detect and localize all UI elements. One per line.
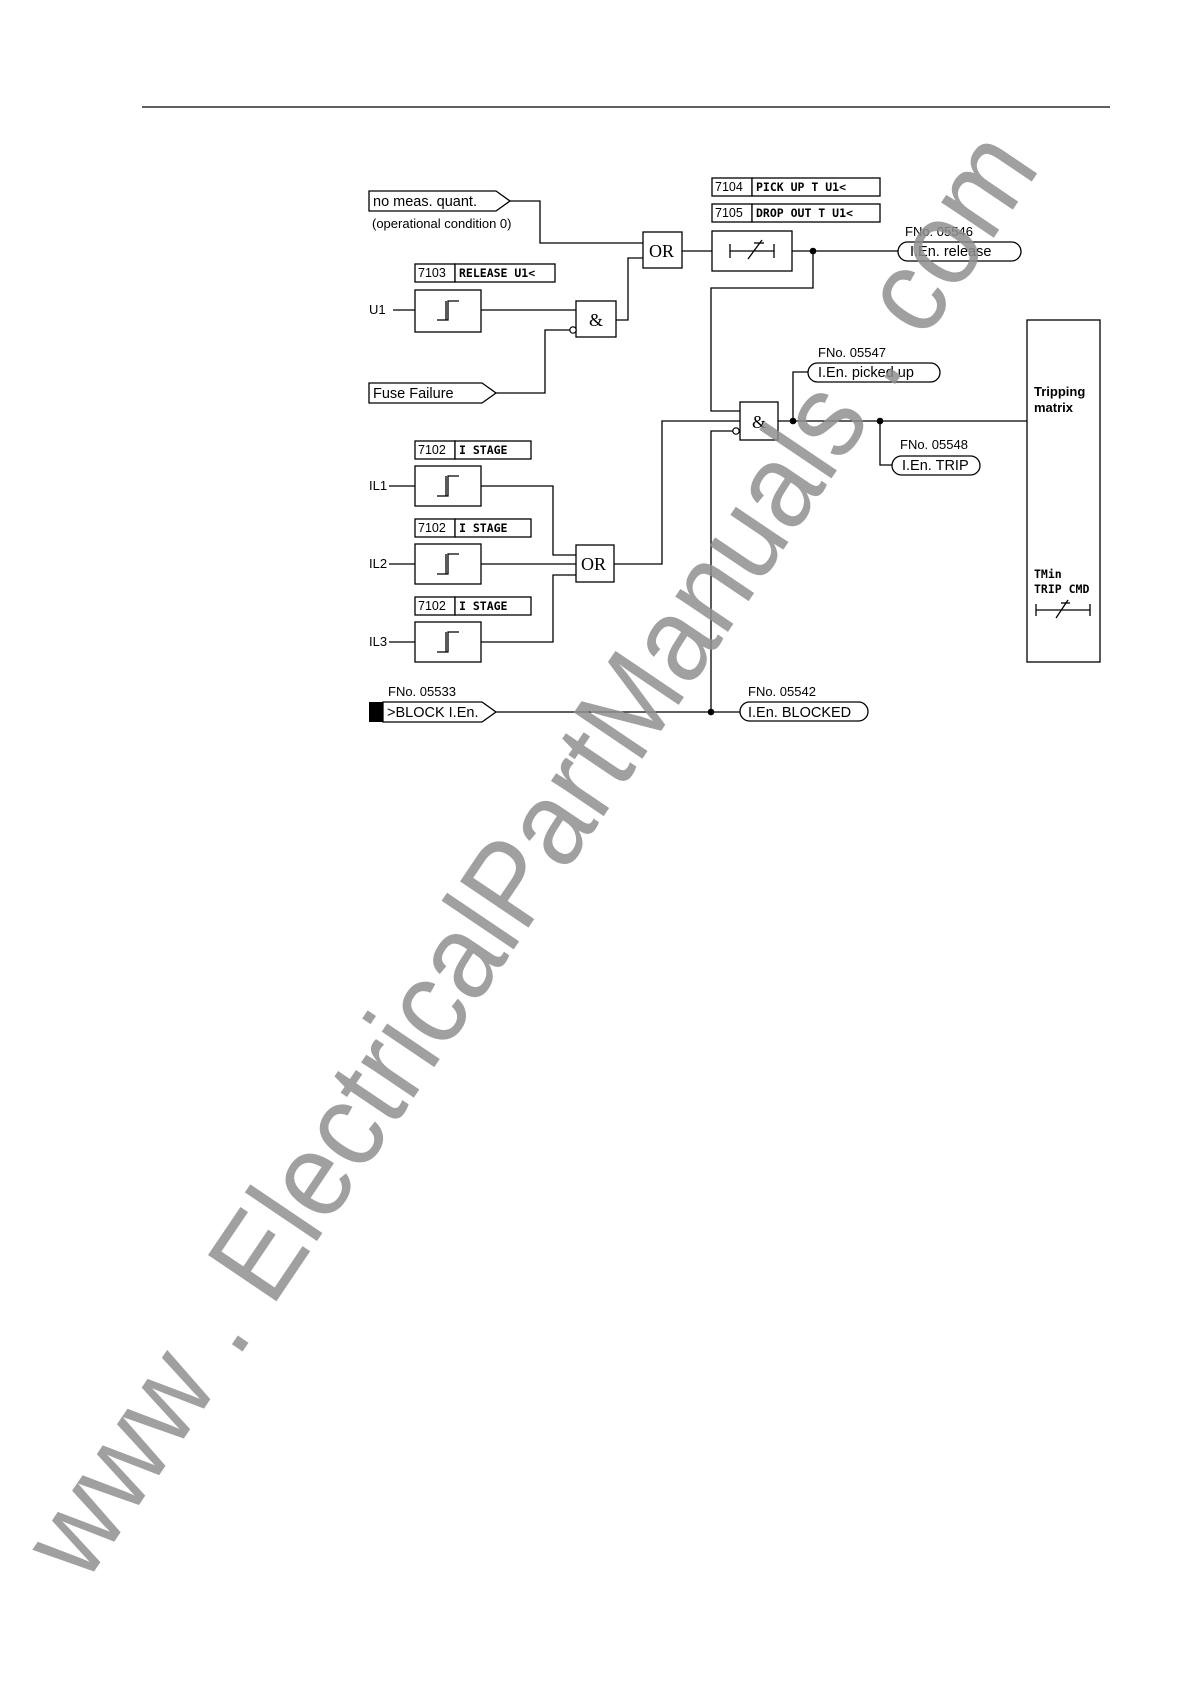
tripping-matrix-title-2: matrix [1034,400,1074,415]
block-input-label: >BLOCK I.En. [387,705,478,721]
trip-output [891,455,981,476]
threshold-u1 [414,289,482,333]
and-gate-trip [739,401,779,441]
param-release-u1-text: RELEASE U1< [459,266,535,280]
param-dropout-t-u1-number: 7105 [715,206,743,220]
or-gate-current-symbol: OR [581,554,606,574]
param-pickup-t-u1-text: PICK UP T U1< [756,180,846,194]
tripping-matrix-title-1: Tripping [1034,384,1085,399]
fuse-failure-input [368,382,498,404]
param-i-stage-3-text: I STAGE [459,599,508,613]
param-i-stage-3-number: 7102 [418,599,446,613]
param-i-stage-1-number: 7102 [418,443,446,457]
and-gate-release-symbol: & [589,310,603,330]
blocked-output [739,701,869,722]
or-gate-release [642,231,683,269]
tripping-matrix [1026,319,1101,663]
picked-up-output [807,362,941,383]
watermark-text: www . ElectricalPartManuals . com [0,107,1063,1600]
and-gate-release [575,300,617,338]
picked-up-output-label: I.En. picked up [818,365,914,381]
threshold-il3 [414,621,482,663]
param-release-u1 [414,263,556,283]
param-i-stage-2 [414,518,532,538]
param-dropout-t-u1 [711,203,881,223]
fuse-failure-label: Fuse Failure [373,386,454,402]
blocked-fno: FNo. 05542 [748,684,816,699]
threshold-il1 [414,465,482,507]
trip-output-label: I.En. TRIP [902,458,969,474]
tmin-label-1: TMin [1034,567,1062,581]
blocked-output-label: I.En. BLOCKED [748,705,851,721]
param-dropout-t-u1-text: DROP OUT T U1< [756,206,853,220]
and-gate-trip-symbol: & [752,412,766,432]
trip-fno: FNo. 05548 [900,437,968,452]
param-i-stage-1 [414,440,532,460]
param-pickup-t-u1-number: 7104 [715,180,743,194]
u1-label: U1 [369,302,386,317]
param-i-stage-2-number: 7102 [418,521,446,535]
il1-label: IL1 [369,478,387,493]
param-release-u1-number: 7103 [418,266,446,280]
or-gate-current [575,544,615,583]
operational-condition-label: (operational condition 0) [372,216,511,231]
release-output [897,241,1022,262]
il3-label: IL3 [369,634,387,649]
picked-up-fno: FNo. 05547 [818,345,886,360]
timer-pickup-dropout [711,230,793,272]
threshold-il2 [414,543,482,585]
tmin-label-2: TRIP CMD [1034,582,1089,596]
inverter-fuse-failure [569,326,577,334]
or-gate-release-symbol: OR [649,241,674,261]
param-i-stage-3 [414,596,532,616]
param-i-stage-1-text: I STAGE [459,443,508,457]
param-i-stage-2-text: I STAGE [459,521,508,535]
block-input-fno: FNo. 05533 [388,684,456,699]
wires [389,200,1027,713]
param-pickup-t-u1 [711,177,881,197]
release-fno: FNo. 05546 [905,224,973,239]
il2-label: IL2 [369,556,387,571]
no-meas-label: no meas. quant. [373,194,477,210]
tmin-timer-icon [1035,599,1091,619]
inverter-block [732,427,740,435]
block-input [369,701,498,723]
junctions [707,247,884,716]
no-meas-input [368,190,512,212]
release-output-label: I.En. release [910,244,991,260]
